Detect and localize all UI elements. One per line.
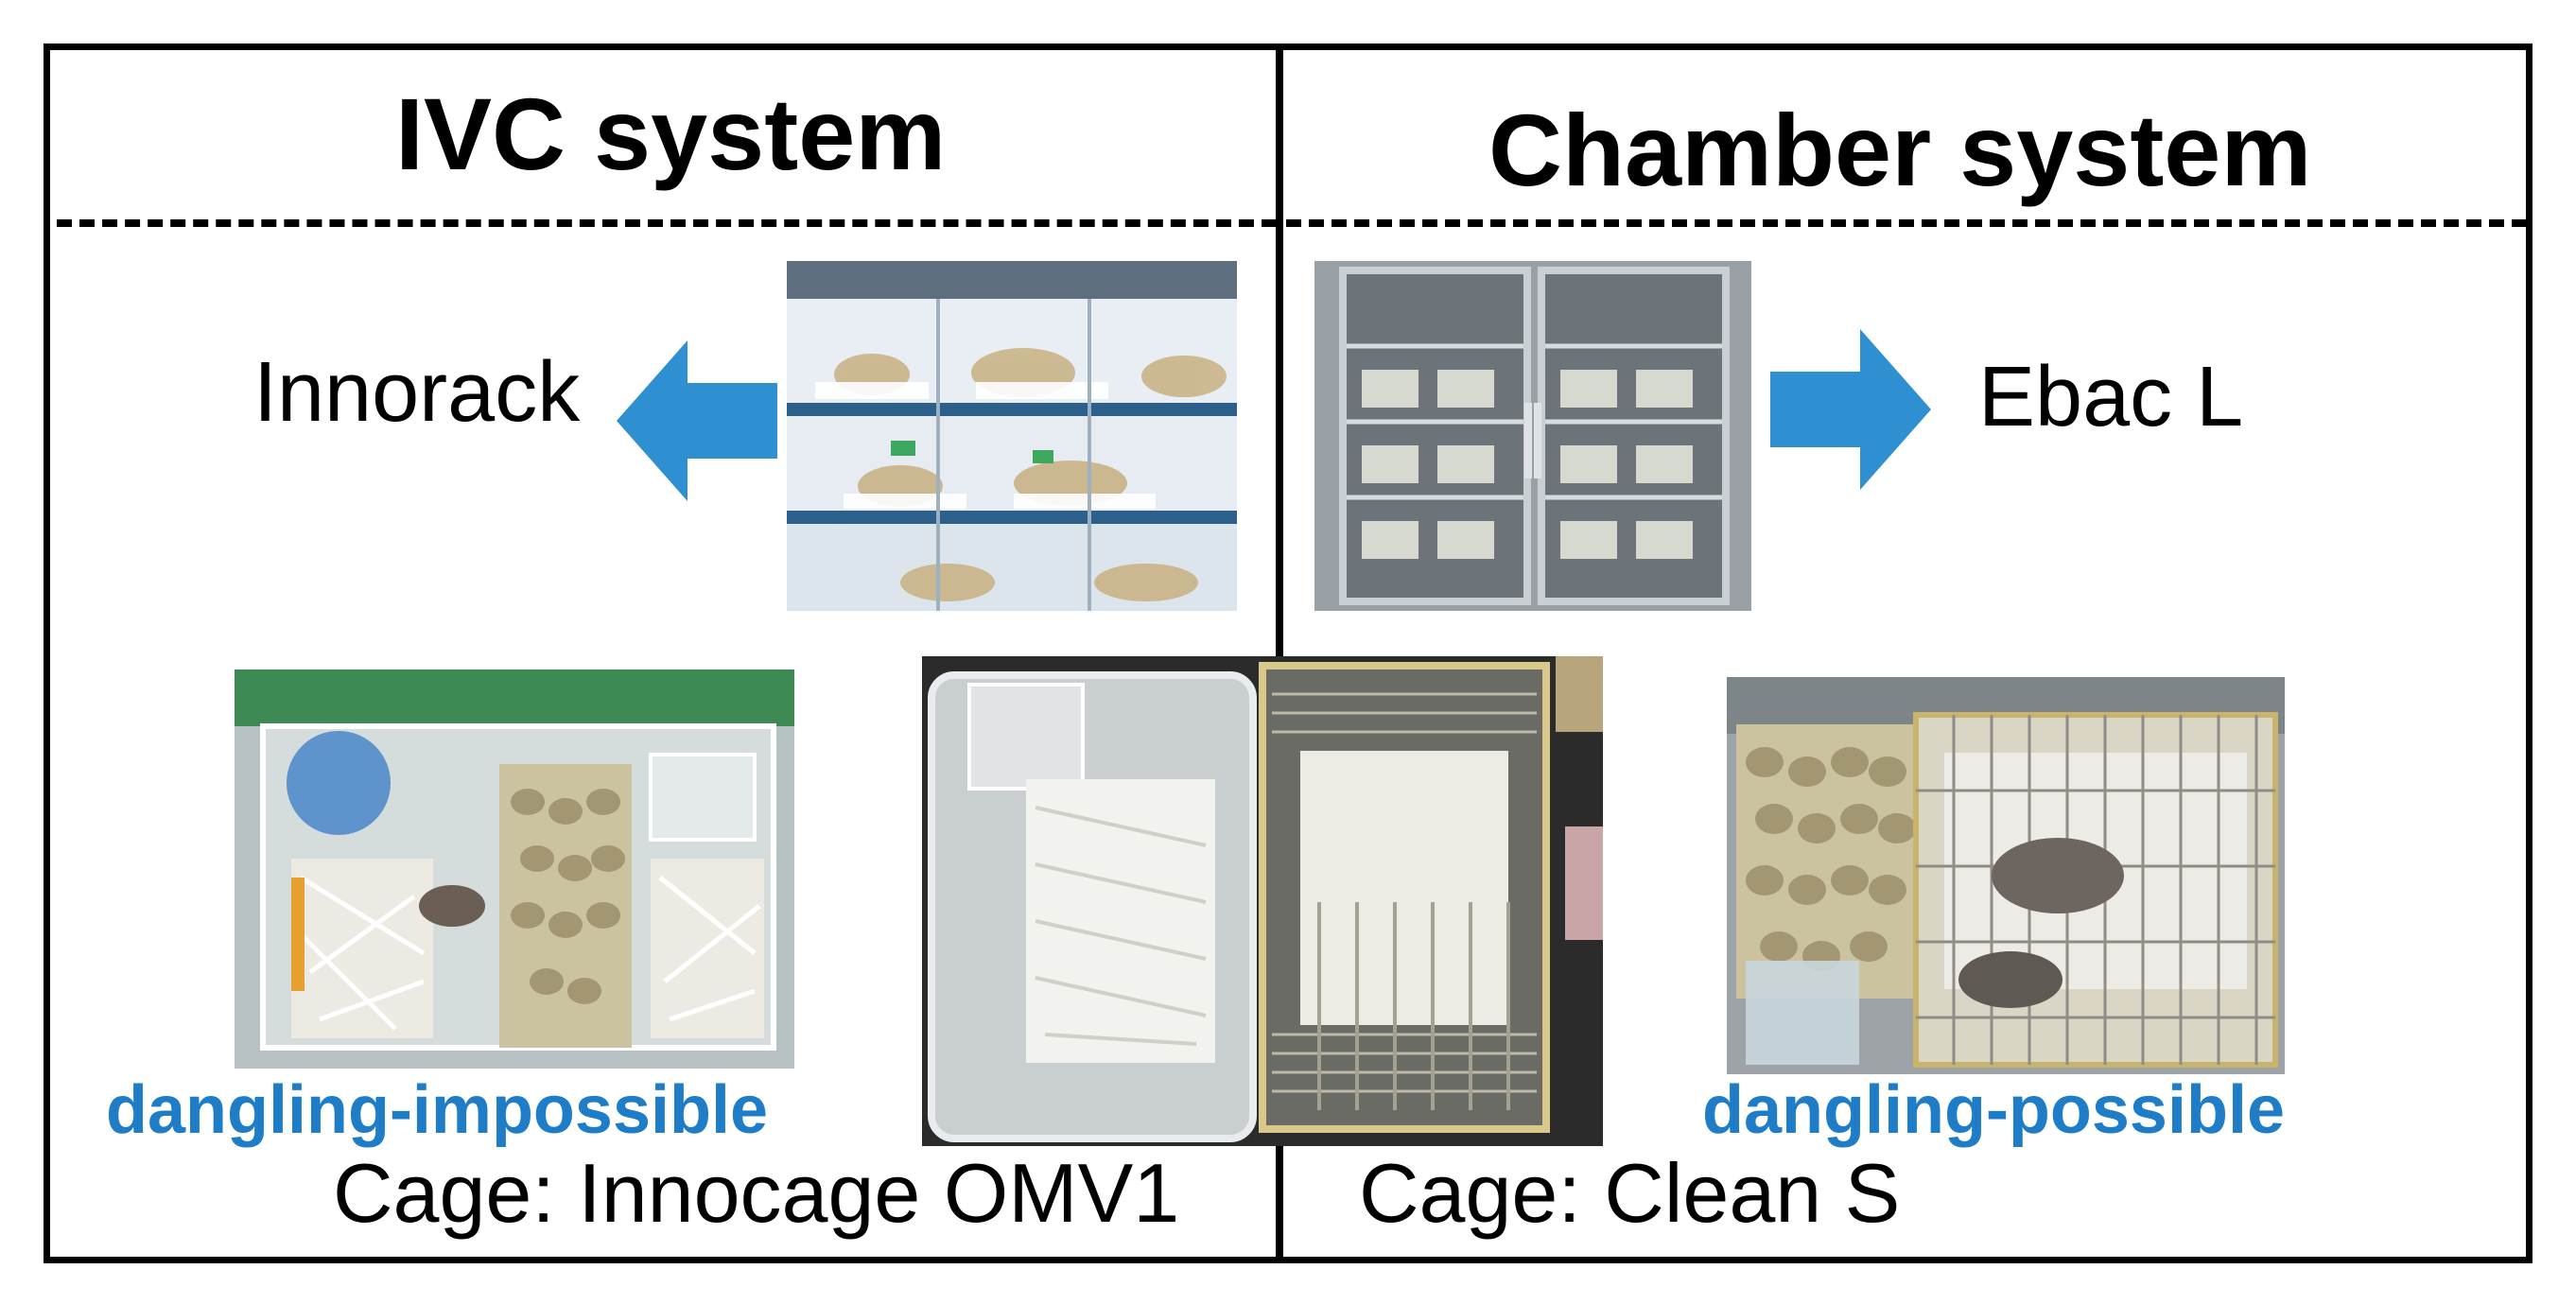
header-divider-right	[1286, 219, 2527, 227]
dangling-impossible-note: dangling-impossible	[106, 1072, 769, 1148]
innocage-dangling-impossible-photo	[235, 669, 794, 1069]
chamber-system-panel	[1277, 43, 2532, 1263]
innorack-photo	[787, 261, 1237, 611]
ebac-chamber-photo	[1314, 261, 1751, 611]
chamber-system-title: Chamber system	[1488, 93, 2312, 207]
ivc-system-title: IVC system	[395, 77, 947, 191]
clean-s-cage-label: Cage: Clean S	[1359, 1146, 1901, 1240]
ebac-label: Ebac L	[1978, 350, 2244, 444]
dangling-possible-note: dangling-possible	[1702, 1072, 2286, 1148]
cage-comparison-photo	[922, 656, 1603, 1146]
innocage-cage-label: Cage: Innocage OMV1	[333, 1146, 1180, 1240]
arrow-right-icon	[1770, 329, 1931, 490]
header-divider-left	[57, 219, 1277, 227]
arrow-left-icon	[617, 340, 777, 501]
clean-s-dangling-possible-photo	[1727, 677, 2285, 1074]
innorack-label: Innorack	[253, 345, 581, 440]
